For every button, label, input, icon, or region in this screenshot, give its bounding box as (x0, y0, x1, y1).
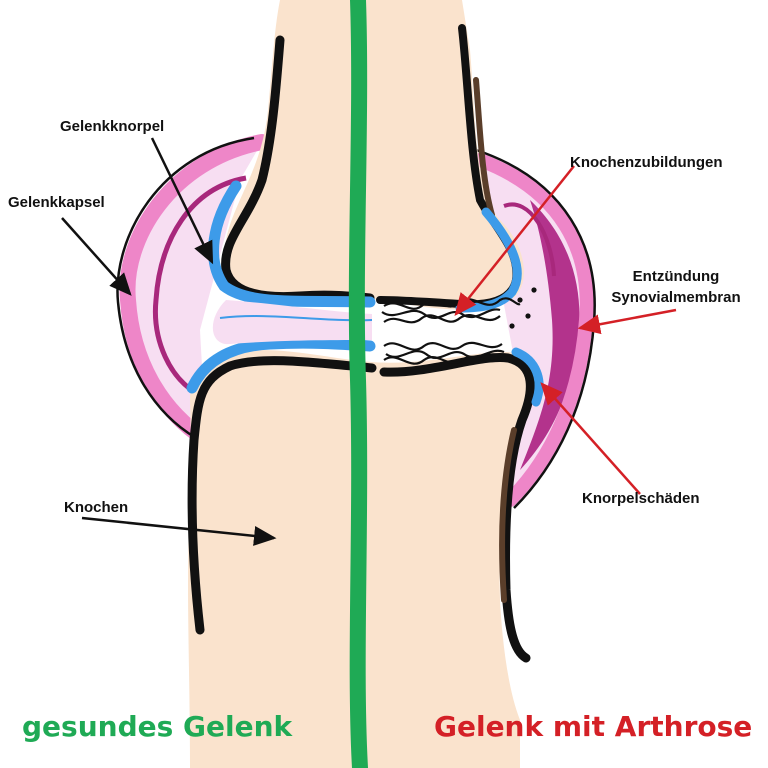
upper-bone (208, 0, 524, 313)
label-knorpelschaeden: Knorpelschäden (582, 490, 700, 507)
caption-arthritic-joint: Gelenk mit Arthrose (434, 710, 753, 743)
label-gelenkknorpel: Gelenkknorpel (60, 118, 165, 135)
arrow-entzuendung (577, 308, 677, 335)
label-entzuendung-line1: Entzündung (632, 268, 720, 285)
label-gelenkkapsel: Gelenkkapsel (8, 194, 105, 211)
arrow-knochenzubildungen (454, 165, 575, 316)
label-knochen: Knochen (64, 499, 129, 516)
label-entzuendung: Entzündung Synovialmembran (592, 268, 760, 306)
capsule-left (116, 134, 270, 448)
divider-line (348, 0, 368, 768)
label-entzuendung-line2: Synovialmembran (611, 289, 741, 306)
arrow-gelenkknorpel (150, 137, 214, 265)
caption-healthy-joint: gesundes Gelenk (22, 710, 293, 743)
label-knochenzubildungen: Knochenzubildungen (570, 154, 723, 171)
arrow-gelenkkapsel (61, 217, 132, 296)
arrow-knochen (81, 516, 277, 546)
arrow-knorpelschaeden (540, 382, 641, 495)
